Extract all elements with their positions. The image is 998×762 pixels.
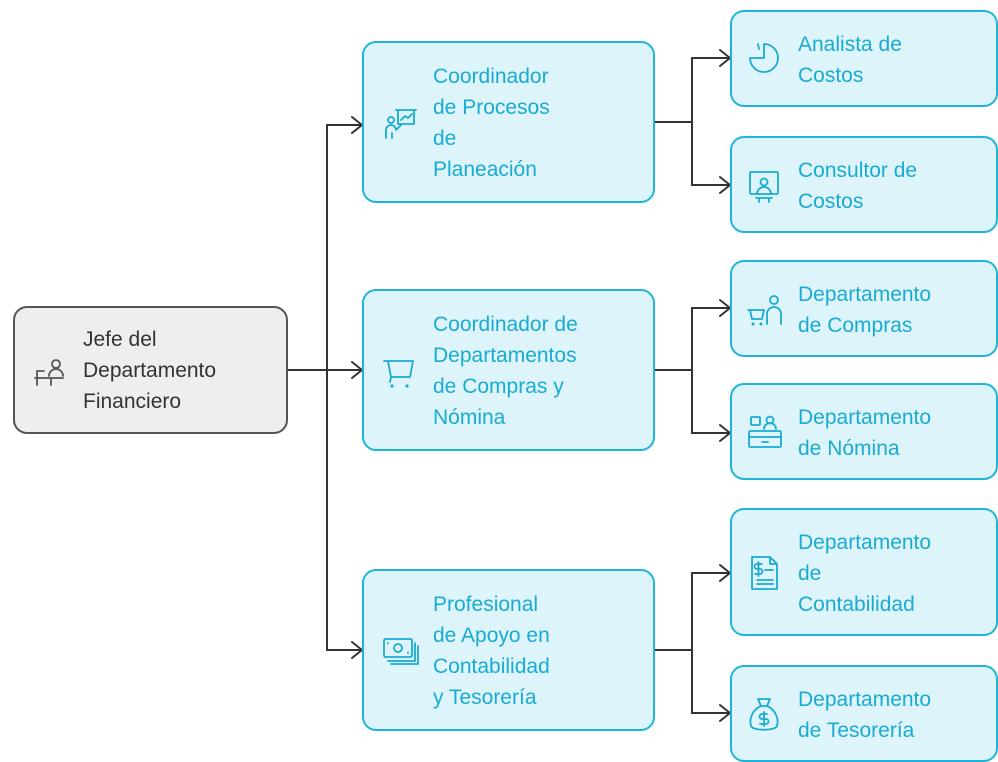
coordinator-label-compras-nomina: Coordinador de Departamentos de Compras … <box>433 313 578 429</box>
leaf-node-departamento-compras: Departamento de Compras <box>730 260 998 357</box>
leaf-label-departamento-contabilidad: Departamento de Contabilidad <box>798 531 932 616</box>
leaf-label-departamento-nomina: Departamento de Nómina <box>798 406 932 460</box>
leaf-node-consultor-costos: Consultor de Costos <box>730 136 998 233</box>
coordinator-label-planeacion: Coordinador de Procesos de Planeación <box>433 65 550 181</box>
leaf-node-departamento-tesoreria: Departamento de Tesorería <box>730 665 998 762</box>
connector-coordinator-3-trunk <box>654 572 693 714</box>
connector-coordinator-1-trunk <box>654 57 693 186</box>
leaf-label-analista-costos: Analista de Costos <box>798 33 902 87</box>
connector-to-coordinator-2 <box>326 361 363 379</box>
invoice-document-icon <box>751 556 778 590</box>
connector-to-coordinator-1 <box>326 116 363 134</box>
connector-to-analista <box>691 49 731 67</box>
connector-to-nomina <box>691 424 731 442</box>
money-bag-icon <box>749 698 779 731</box>
presentation-planning-icon <box>385 109 417 139</box>
connector-to-compras <box>691 299 731 317</box>
leaf-node-departamento-nomina: Departamento de Nómina <box>730 383 998 480</box>
coordinator-node-planeacion: Coordinador de Procesos de Planeación <box>362 41 655 203</box>
connector-to-contabilidad <box>691 564 731 582</box>
connector-to-consultor <box>691 176 731 194</box>
connector-to-coordinator-3 <box>326 641 363 659</box>
cash-stack-icon <box>383 638 419 665</box>
consultant-icon <box>749 171 779 203</box>
manager-desk-icon <box>34 359 64 386</box>
connector-root-trunk <box>287 124 328 651</box>
connector-coordinator-2-trunk <box>654 307 693 434</box>
leaf-node-analista-costos: Analista de Costos <box>730 10 998 107</box>
shopping-cart-icon <box>383 360 414 388</box>
payroll-register-icon <box>748 415 782 448</box>
root-node-jefe: Jefe del Departamento Financiero <box>13 306 288 434</box>
connector-to-tesoreria <box>691 704 731 722</box>
coordinator-node-contabilidad-tesoreria: Profesional de Apoyo en Contabilidad y T… <box>362 569 655 731</box>
leaf-label-departamento-compras: Departamento de Compras <box>798 283 932 337</box>
leaf-label-departamento-tesoreria: Departamento de Tesorería <box>798 688 932 742</box>
coordinator-node-compras-nomina: Coordinador de Departamentos de Compras … <box>362 289 655 451</box>
leaf-label-consultor-costos: Consultor de Costos <box>798 159 918 213</box>
pie-chart-icon <box>749 43 779 73</box>
root-label: Jefe del Departamento Financiero <box>83 328 217 413</box>
leaf-node-departamento-contabilidad: Departamento de Contabilidad <box>730 508 998 636</box>
shopper-cart-icon <box>747 295 782 326</box>
coordinator-label-contabilidad-tesoreria: Profesional de Apoyo en Contabilidad y T… <box>433 593 550 709</box>
